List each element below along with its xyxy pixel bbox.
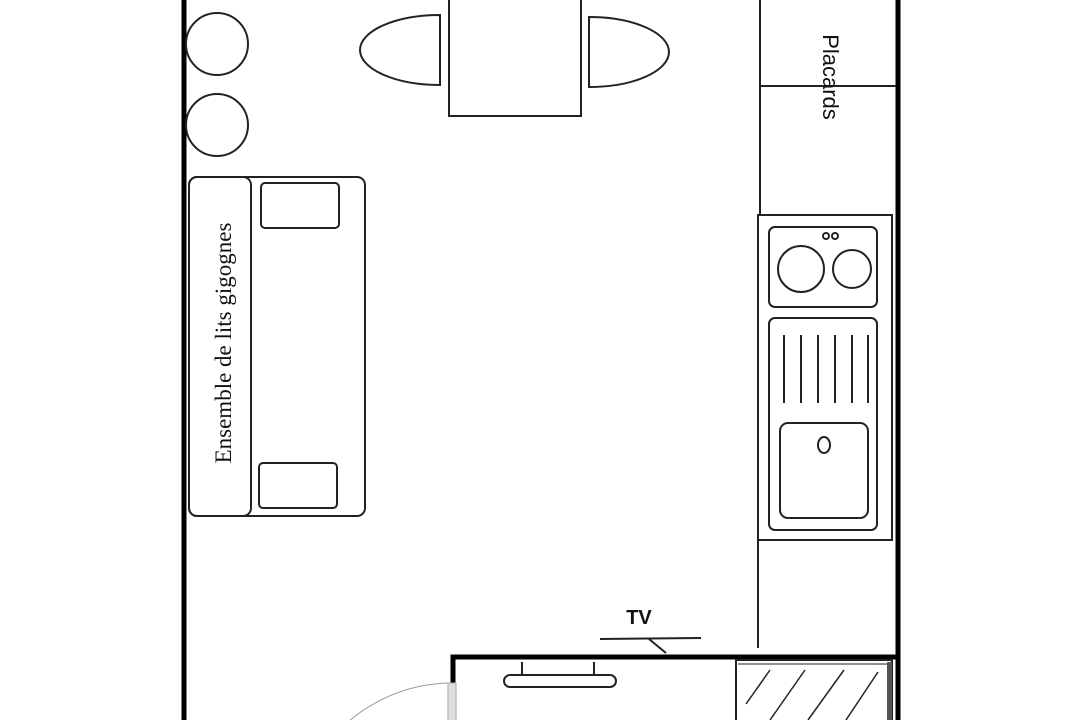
dining-table (448, 0, 582, 117)
chair-left (359, 13, 441, 87)
sink-basin (779, 422, 869, 519)
kitchen-counter (757, 214, 893, 541)
knob (831, 232, 839, 240)
tv-icon (599, 637, 702, 640)
shower-hatching (745, 669, 879, 720)
bathroom-wall (450, 654, 898, 685)
pillow (258, 462, 338, 509)
tv-label: TV (626, 607, 652, 629)
pillow (260, 182, 340, 229)
bed-label-panel (188, 176, 252, 517)
bed-label: Ensemble de lits gigognes (211, 223, 236, 464)
sink-unit (768, 317, 878, 531)
burner-large (777, 245, 825, 293)
cupboards-label: Placards (818, 34, 843, 120)
drainboard (783, 335, 869, 403)
shower-edge (887, 662, 892, 720)
stool (185, 93, 249, 157)
door-swing-arc (349, 682, 453, 720)
burner-small (832, 249, 872, 289)
tv-stand (648, 638, 667, 654)
door-leaf (447, 682, 457, 720)
chair-right (588, 15, 670, 89)
knob (822, 232, 830, 240)
stool (185, 12, 249, 76)
towel-rail (503, 674, 617, 688)
sink-drain (817, 436, 831, 454)
cooktop (768, 226, 878, 308)
